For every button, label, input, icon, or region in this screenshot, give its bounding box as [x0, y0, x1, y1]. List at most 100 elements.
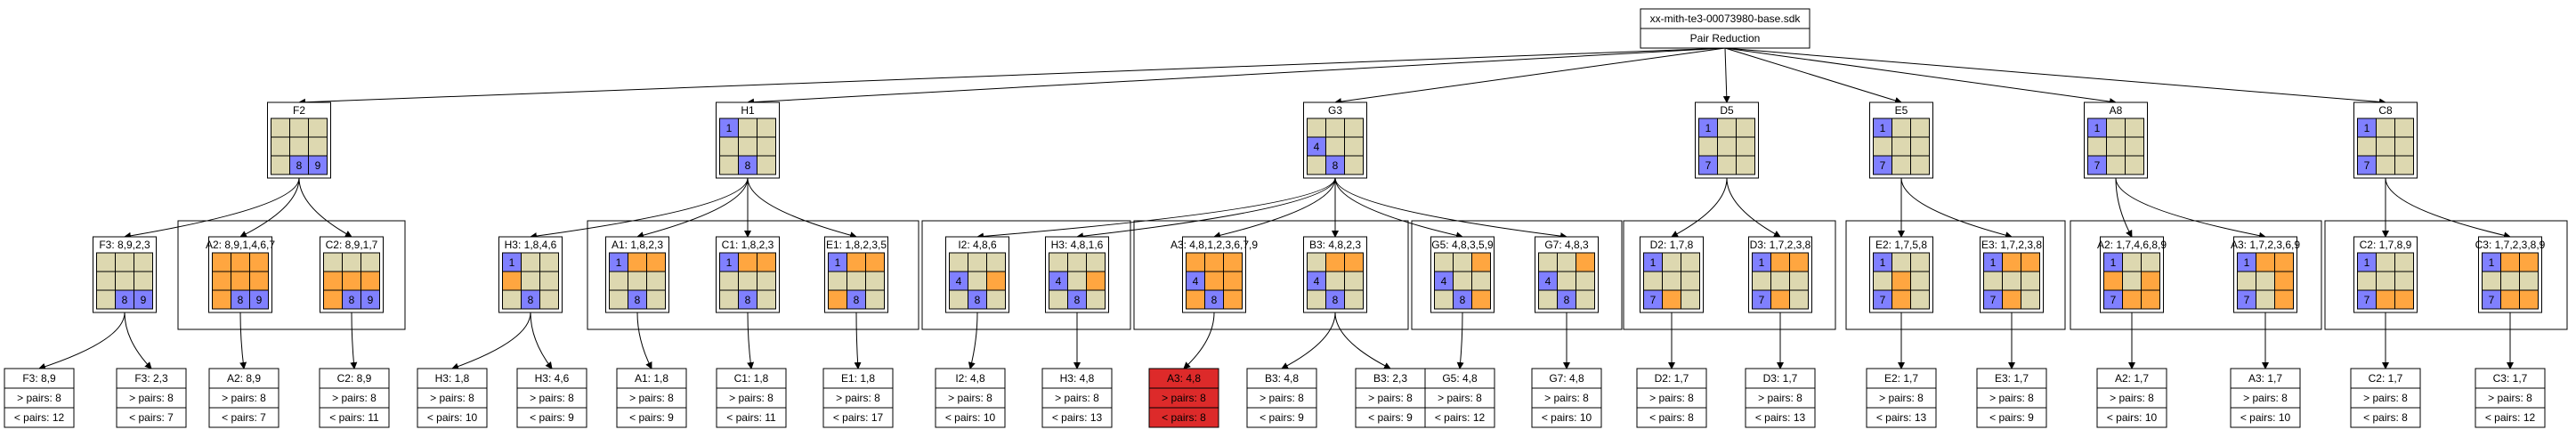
root-subtitle: Pair Reduction: [1690, 32, 1761, 45]
leaf-title: E1: 1,8: [841, 372, 875, 385]
grid-cell: [1717, 118, 1737, 138]
grid-cell: [2141, 271, 2160, 291]
sibling-group-frame: [1623, 220, 1836, 330]
tree-edge: [530, 312, 553, 369]
grid-cell: [2106, 136, 2126, 157]
grid-cell: [2274, 289, 2294, 310]
leaf-title: F3: 2,3: [134, 372, 168, 385]
leaf-title: A3: 4,8: [1167, 372, 1201, 385]
leaf-row: [208, 407, 279, 428]
leaf-title: E3: 1,7: [1995, 372, 2029, 385]
grid-cell: [2237, 271, 2256, 291]
grid-cell: [2256, 271, 2275, 291]
grid-cell: [308, 155, 328, 175]
grid-cell-digit: 7: [1990, 294, 1997, 306]
tree-edge: [1456, 312, 1464, 369]
grid-cell: [719, 271, 739, 291]
leaf-gt: > pairs: 8: [2363, 392, 2408, 404]
grid-cell: [134, 252, 153, 272]
leaf-row: [1424, 407, 1495, 428]
grid-cell: [1086, 289, 1106, 310]
leaf-node: C2: 8,9> pairs: 8< pairs: 11: [319, 368, 390, 428]
leaf-node: E2: 1,7> pairs: 8< pairs: 13: [1866, 368, 1937, 428]
grid-cell-digit: 7: [2110, 294, 2117, 306]
grid-cell: [271, 136, 290, 157]
grid-cell: [609, 271, 628, 291]
grid-cell: [2357, 271, 2377, 291]
grid-cell-digit: 4: [1056, 275, 1062, 288]
leaf-node: H3: 1,8> pairs: 8< pairs: 10: [417, 368, 488, 428]
grid-cell: [2125, 155, 2144, 175]
grid-cell: [1557, 252, 1576, 272]
grid-cell: [2394, 271, 2414, 291]
leaf-title: A2: 1,7: [2115, 372, 2149, 385]
tree-edge: [747, 47, 1726, 106]
leaf-lt: < pairs: 8: [1162, 411, 1206, 424]
grid-cell-digit: 8: [528, 294, 534, 306]
grid-cell-digit: 4: [1441, 275, 1447, 288]
grid-cell: [96, 289, 116, 310]
leaf-title: C1: 1,8: [734, 372, 769, 385]
grid-cell: [865, 252, 885, 272]
leaf-node: A2: 8,9> pairs: 8< pairs: 7: [208, 368, 279, 428]
leaf-row: [2350, 407, 2421, 428]
leaf-title: B3: 4,8: [1265, 372, 1299, 385]
tree-edge: [747, 312, 755, 369]
leaf-row: [1041, 407, 1113, 428]
tree-edge: [298, 47, 1726, 106]
leaf-gt: > pairs: 8: [2110, 392, 2154, 404]
grid-node-label: I2: 4,8,6: [958, 239, 997, 251]
grid-cell: [738, 118, 757, 138]
grid-cell: [757, 252, 776, 272]
grid-cell: [757, 271, 776, 291]
tree-edge: [636, 177, 749, 239]
grid-cell: [2519, 252, 2539, 272]
leaf-gt: > pairs: 8: [1758, 392, 1802, 404]
grid-cell-digit: 1: [2110, 256, 2117, 269]
tree-edge: [1076, 177, 1336, 240]
leaf-title: H3: 1,8: [435, 372, 470, 385]
grid-node-label: A1: 1,8,2,3: [612, 239, 663, 251]
leaf-row: [822, 407, 894, 428]
grid-node: B3: 4,8,2,348: [1303, 236, 1367, 313]
leaf-row: [516, 407, 587, 428]
grid-cell: [1910, 136, 1930, 157]
grid-cell: [360, 271, 380, 291]
grid-cell: [1643, 271, 1663, 291]
sibling-group-frame: [1845, 220, 2066, 330]
grid-node-label: A2: 1,7,4,6,8,9: [2097, 239, 2167, 251]
grid-cell: [2500, 271, 2520, 291]
leaf-gt: > pairs: 8: [530, 392, 574, 404]
grid-cell-digit: 7: [2364, 159, 2370, 172]
grid-cell: [1204, 271, 1224, 291]
grid-node: C3: 1,7,2,3,8,917: [2475, 236, 2546, 313]
grid-node-label: G5: 4,8,3,5,9: [1431, 239, 1494, 251]
grid-cell: [2122, 289, 2142, 310]
grid-cell-digit: 7: [2244, 294, 2250, 306]
grid-cell: [2122, 252, 2142, 272]
grid-cell: [1325, 136, 1345, 157]
grid-node-label: E3: 1,7,2,3,8: [1981, 239, 2042, 251]
grid-node-label: D5: [1720, 104, 1734, 117]
grid-cell-digit: 7: [1705, 159, 1712, 172]
grid-cell: [271, 155, 290, 175]
grid-cell-digit: 1: [835, 256, 841, 269]
grid-node: G7: 4,8,348: [1535, 236, 1599, 313]
grid-cell: [719, 136, 739, 157]
grid-cell-digit: 8: [1333, 159, 1339, 172]
grid-cell: [249, 252, 269, 272]
grid-cell: [2141, 252, 2160, 272]
grid-cell: [134, 289, 153, 310]
grid-cell: [2125, 118, 2144, 138]
leaf-gt: > pairs: 8: [1989, 392, 2034, 404]
grid-cell: [249, 271, 269, 291]
grid-cell: [539, 289, 559, 310]
tree-edge: [1281, 312, 1336, 369]
leaf-node: B3: 2,3> pairs: 8< pairs: 9: [1355, 368, 1426, 428]
grid-cell: [646, 271, 666, 291]
grid-cell-digit: 1: [1759, 256, 1765, 269]
grid-cell: [1344, 155, 1364, 175]
